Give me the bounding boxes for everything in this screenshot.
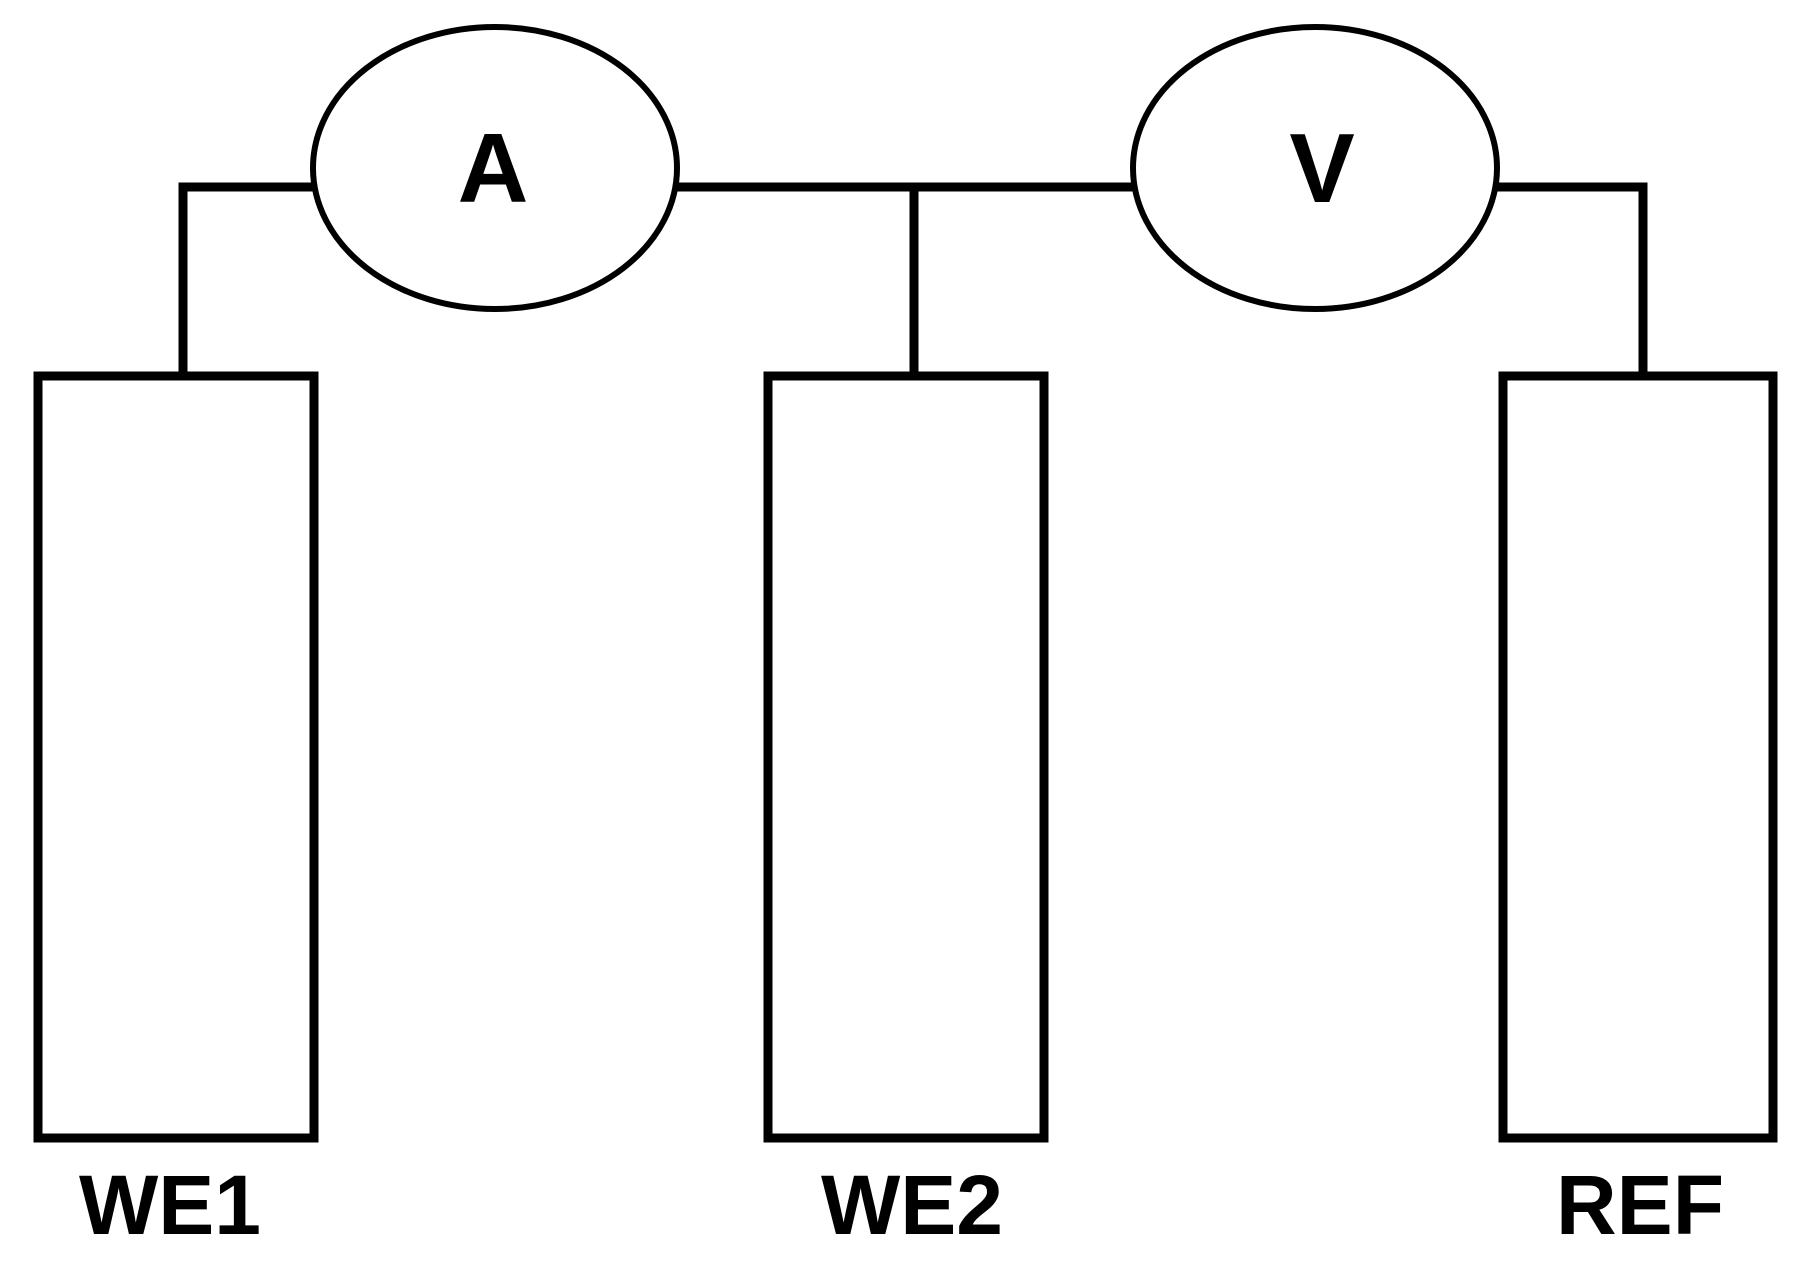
electrode-we2-label: WE2 [821,1158,1003,1252]
ammeter-label: A [458,113,529,223]
electrode-we1: WE1 [33,371,319,1252]
ammeter: A [310,24,680,312]
wires [178,182,1648,379]
electrode-ref-label: REF [1556,1158,1724,1252]
electrode-we1-label: WE1 [79,1158,261,1252]
wire-voltmeter-to-ref [1493,182,1648,379]
electrode-ref: REF [1498,371,1778,1252]
voltmeter: V [1130,24,1500,312]
electrode-we2-body [763,371,1049,1143]
electrode-we2: WE2 [763,371,1049,1252]
electrode-we1-body [33,371,319,1143]
voltmeter-ellipse [1130,24,1500,312]
ammeter-ellipse [310,24,680,312]
wire-we1-to-ammeter [178,182,317,379]
electrode-ref-body [1498,371,1778,1143]
voltmeter-label: V [1289,113,1354,223]
